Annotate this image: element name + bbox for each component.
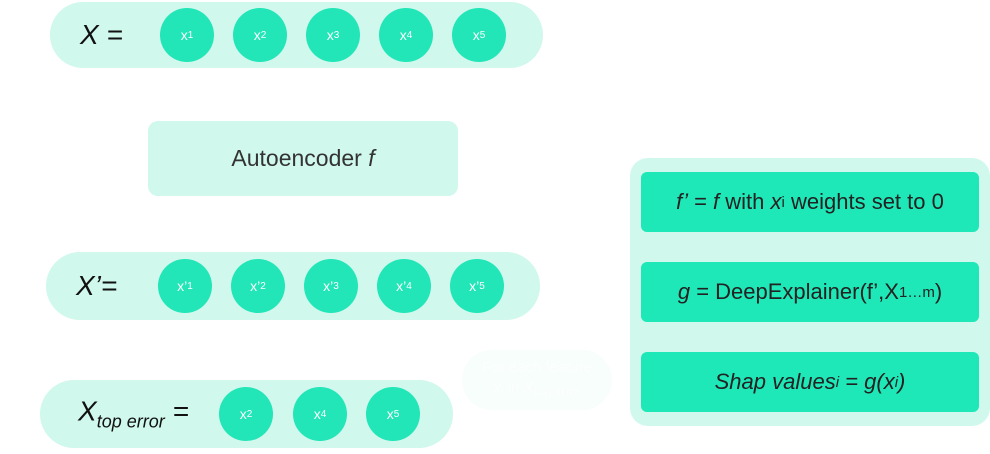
autoencoder-symbol: f [368, 145, 375, 171]
output-node: x’1 [158, 259, 212, 313]
loop-note: For each feature xi in Xtop error [462, 350, 612, 410]
autoencoder-label: Autoencoder [231, 145, 369, 171]
input-label: X = [80, 19, 123, 50]
output-node: x’5 [450, 259, 504, 313]
output-label: X’= [76, 270, 118, 301]
output-node: x’4 [377, 259, 431, 313]
output-node: x’3 [304, 259, 358, 313]
autoencoder-box: Autoencoder f [148, 121, 458, 196]
output-row: X’= x’1 x’2 x’3 x’4 x’5 [46, 252, 540, 320]
top-error-label: Xtop error = [78, 395, 189, 432]
output-node: x’2 [231, 259, 285, 313]
